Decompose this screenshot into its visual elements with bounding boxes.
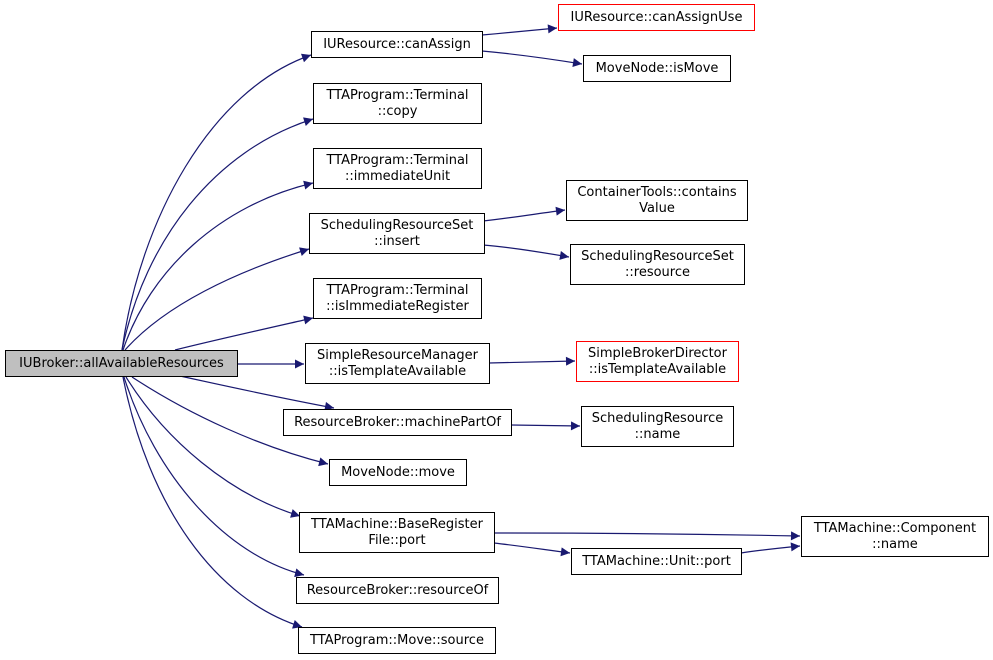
node-label-line-2: ::name [872,536,918,552]
node-terminal-immediate-unit[interactable]: TTAProgram::Terminal ::immediateUnit [313,148,482,189]
node-label-line-2: ::name [634,426,681,442]
node-movenode-is-move[interactable]: MoveNode::isMove [583,55,731,82]
node-label-line-1: TTAProgram::Terminal [326,152,469,168]
node-label-line-1: ContainerTools::contains [577,184,737,200]
node-label: MoveNode::isMove [595,60,719,76]
node-label: IUBroker::allAvailableResources [19,355,224,371]
node-resource-broker-resource-of[interactable]: ResourceBroker::resourceOf [296,577,499,604]
node-label-line-2: ::resource [625,264,690,280]
node-label-line-2: ::insert [374,233,420,249]
node-label-line-2: Value [639,200,675,216]
node-label-line-2: ::isImmediateRegister [326,298,469,314]
node-label: ResourceBroker::machinePartOf [294,414,501,430]
node-label-line-1: TTAMachine::Component [813,520,977,536]
node-label-line-1: SimpleBrokerDirector [588,345,727,361]
edge-insert-to-contains-value [482,206,566,222]
node-label-line-2: ::immediateUnit [344,168,451,184]
edge-root-to-immediate-unit [122,180,314,351]
node-component-name[interactable]: TTAMachine::Component ::name [801,516,989,557]
node-terminal-copy[interactable]: TTAProgram::Terminal ::copy [313,83,482,124]
node-label: MoveNode::move [341,464,455,480]
node-scheduling-resource-set-insert[interactable]: SchedulingResourceSet ::insert [309,213,485,254]
edge-brf-port-to-component-name [493,531,801,541]
node-label-line-2: ::isTemplateAvailable [588,361,727,377]
node-simple-broker-director-is-template-available[interactable]: SimpleBrokerDirector ::isTemplateAvailab… [576,341,739,382]
edge-insert-to-resource [482,244,570,260]
node-label-line-2: ::copy [377,103,418,119]
edge-brf-port-to-unit-port [493,542,571,557]
edge-root-to-move [131,376,329,467]
edge-root-to-resource-of [123,376,305,578]
node-label: TTAProgram::Move::source [310,632,484,648]
edge-root-to-move-source [122,376,303,629]
edge-machine-part-of-to-sr-name [510,421,581,431]
edge-unit-port-to-component-name [740,542,801,554]
node-label: TTAMachine::Unit::port [582,553,731,569]
node-label-line-1: SimpleResourceManager [317,347,478,363]
node-iubroker-all-available-resources: IUBroker::allAvailableResources [5,350,238,377]
edge-canAssign-to-isMove [481,50,583,68]
edge-root-to-brf-port [125,376,301,518]
edge-root-to-machine-part-of [179,375,335,411]
node-label: IUResource::canAssign [323,36,471,52]
edge-root-to-insert [124,247,310,351]
node-label-line-2: File::port [368,532,426,548]
node-label: ResourceBroker::resourceOf [306,582,489,598]
node-iuresource-can-assign-use[interactable]: IUResource::canAssignUse [558,4,755,31]
node-movenode-move[interactable]: MoveNode::move [329,459,467,486]
node-label-line-1: SchedulingResourceSet [320,217,474,233]
node-tta-program-move-source[interactable]: TTAProgram::Move::source [298,627,496,654]
node-unit-port[interactable]: TTAMachine::Unit::port [571,548,742,575]
node-terminal-is-immediate-register[interactable]: TTAProgram::Terminal ::isImmediateRegist… [313,278,482,319]
node-iuresource-can-assign[interactable]: IUResource::canAssign [311,31,483,58]
node-label-line-1: TTAProgram::Terminal [326,87,469,103]
node-label-line-1: TTAMachine::BaseRegister [311,516,483,532]
node-label-line-1: SchedulingResource [591,410,724,426]
node-base-register-file-port[interactable]: TTAMachine::BaseRegister File::port [299,512,495,553]
node-simple-resource-manager-is-template-available[interactable]: SimpleResourceManager ::isTemplateAvaila… [305,343,490,384]
node-resource-broker-machine-part-of[interactable]: ResourceBroker::machinePartOf [283,409,512,436]
edge-root-to-terminal-copy [121,117,314,351]
node-scheduling-resource-set-resource[interactable]: SchedulingResourceSet ::resource [570,244,745,285]
node-label-line-1: TTAProgram::Terminal [326,282,469,298]
edge-root-to-is-immediate-register [174,315,314,351]
node-label: IUResource::canAssignUse [570,9,743,25]
node-label-line-2: ::isTemplateAvailable [328,363,467,379]
node-container-tools-contains-value[interactable]: ContainerTools::contains Value [566,180,748,221]
node-label-line-1: SchedulingResourceSet [581,248,734,264]
edge-srm-to-sbd-template [488,356,576,366]
node-scheduling-resource-name[interactable]: SchedulingResource ::name [581,406,734,447]
edge-root-to-canAssign [121,53,312,351]
edge-canAssign-to-canAssignUse [481,24,558,36]
